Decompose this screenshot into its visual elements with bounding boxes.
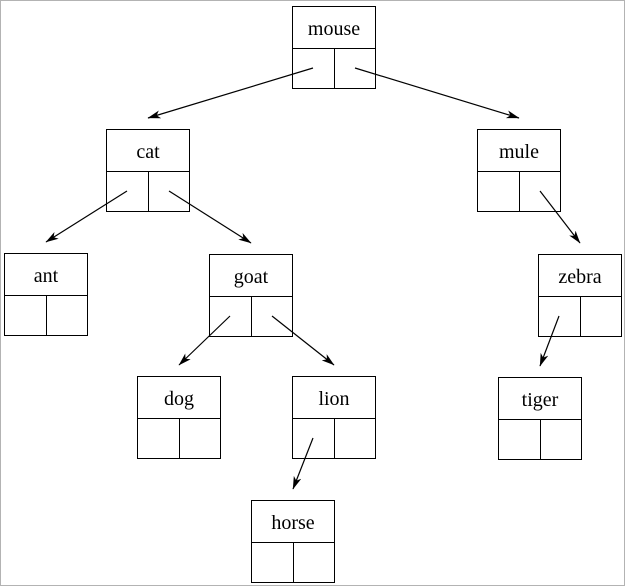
tree-node-mule: mule	[477, 129, 561, 212]
node-pointer-cells	[138, 419, 220, 458]
left-pointer-cell-mule	[478, 172, 520, 211]
left-pointer-cell-cat	[107, 172, 149, 211]
left-pointer-cell-zebra	[539, 297, 581, 336]
tree-node-lion: lion	[292, 376, 376, 459]
right-pointer-cell-mule	[520, 172, 561, 211]
node-pointer-cells	[210, 297, 292, 336]
tree-node-ant: ant	[4, 253, 88, 336]
node-label-ant: ant	[5, 254, 87, 296]
tree-node-cat: cat	[106, 129, 190, 212]
right-pointer-cell-mouse	[335, 49, 376, 88]
tree-node-mouse: mouse	[292, 6, 376, 89]
node-label-zebra: zebra	[539, 255, 621, 297]
left-pointer-cell-mouse	[293, 49, 335, 88]
node-label-tiger: tiger	[499, 378, 581, 420]
node-pointer-cells	[5, 296, 87, 335]
node-pointer-cells	[539, 297, 621, 336]
right-pointer-cell-zebra	[581, 297, 622, 336]
node-label-mule: mule	[478, 130, 560, 172]
left-pointer-cell-tiger	[499, 420, 541, 459]
tree-node-zebra: zebra	[538, 254, 622, 337]
right-pointer-cell-ant	[47, 296, 88, 335]
right-pointer-cell-tiger	[541, 420, 582, 459]
node-pointer-cells	[107, 172, 189, 211]
left-pointer-cell-goat	[210, 297, 252, 336]
right-pointer-cell-cat	[149, 172, 190, 211]
left-pointer-cell-ant	[5, 296, 47, 335]
node-label-goat: goat	[210, 255, 292, 297]
node-label-mouse: mouse	[293, 7, 375, 49]
tree-node-tiger: tiger	[498, 377, 582, 460]
node-label-cat: cat	[107, 130, 189, 172]
node-label-dog: dog	[138, 377, 220, 419]
left-pointer-cell-horse	[252, 543, 294, 582]
right-pointer-cell-horse	[294, 543, 335, 582]
right-pointer-cell-goat	[252, 297, 293, 336]
left-pointer-cell-dog	[138, 419, 180, 458]
node-pointer-cells	[252, 543, 334, 582]
node-pointer-cells	[293, 49, 375, 88]
tree-node-dog: dog	[137, 376, 221, 459]
node-pointer-cells	[478, 172, 560, 211]
node-pointer-cells	[499, 420, 581, 459]
node-pointer-cells	[293, 419, 375, 458]
left-pointer-cell-lion	[293, 419, 335, 458]
tree-node-horse: horse	[251, 500, 335, 583]
node-label-horse: horse	[252, 501, 334, 543]
node-label-lion: lion	[293, 377, 375, 419]
right-pointer-cell-lion	[335, 419, 376, 458]
right-pointer-cell-dog	[180, 419, 221, 458]
tree-node-goat: goat	[209, 254, 293, 337]
